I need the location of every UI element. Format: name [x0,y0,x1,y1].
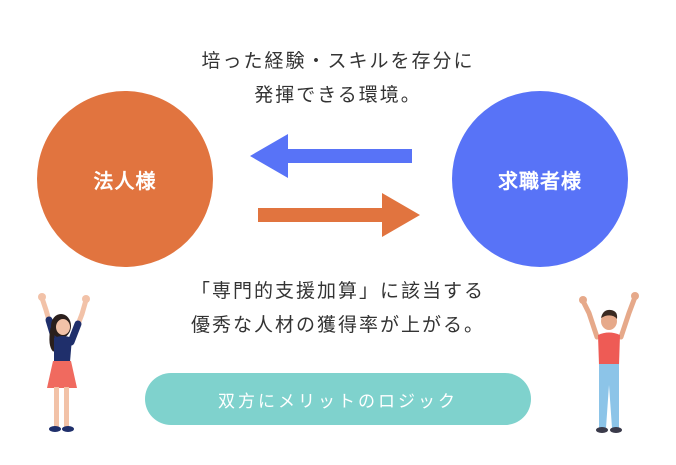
corporation-label: 法人様 [93,168,157,193]
mutual-benefit-logic-button[interactable]: 双方にメリットのロジック [145,373,531,425]
bottom-description-line-2: 優秀な人材の獲得率が上がる。 [190,314,485,336]
top-description-line-1: 培った経験・スキルを存分に [201,50,475,72]
bottom-description-line-1: 「専門的支援加算」に該当する [190,280,485,302]
top-description-line-2: 発揮できる環境。 [254,84,422,106]
mutual-benefit-logic-label: 双方にメリットのロジック [218,391,458,412]
top-description: 培った経験・スキルを存分に 発揮できる環境。 [0,44,676,112]
cheering-woman-icon [38,293,90,432]
arrow-left-icon [250,134,412,178]
corporation-circle: 法人様 [37,91,213,267]
arrow-right-icon [258,193,420,237]
job-seeker-label: 求職者様 [498,168,582,193]
bottom-description: 「専門的支援加算」に該当する 優秀な人材の獲得率が上がる。 [0,274,676,342]
cheering-man-icon [579,292,639,433]
job-seeker-circle: 求職者様 [452,91,628,267]
